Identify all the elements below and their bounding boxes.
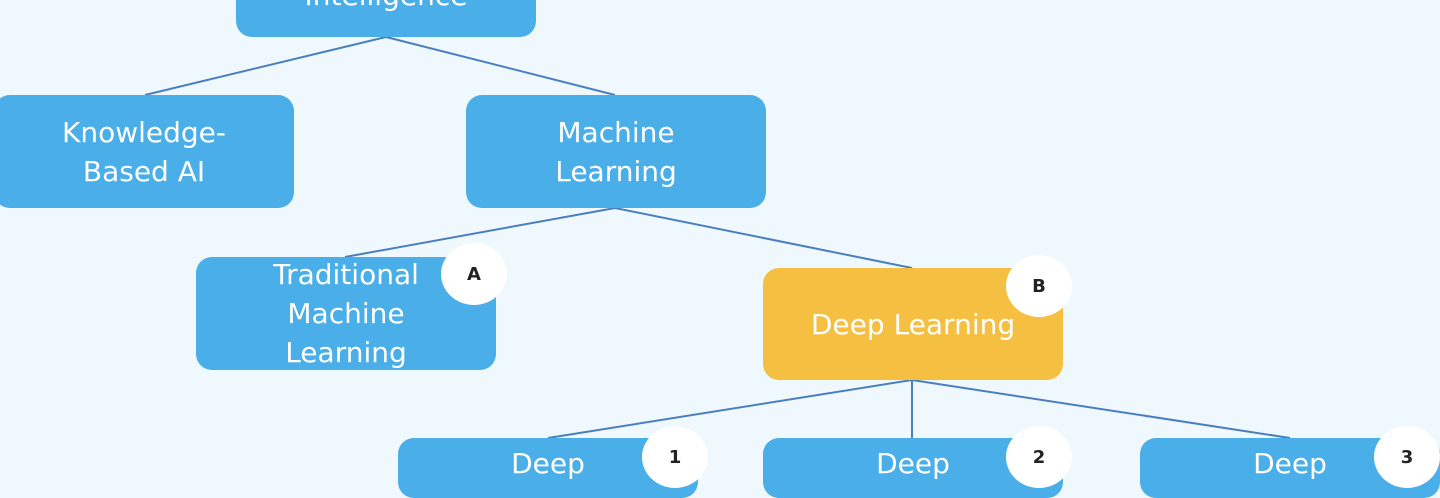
node-knowledge-based-ai: Knowledge- Based AI (0, 95, 294, 208)
connector-ml-tml (344, 207, 616, 258)
connector-lines (144, 36, 1291, 439)
badge-1: 1 (642, 426, 708, 488)
badge-2: 2 (1006, 426, 1072, 488)
badge-a: A (441, 243, 507, 305)
badge-b: B (1006, 255, 1072, 317)
connector-ml-dl (614, 207, 913, 269)
node-machine-learning: Machine Learning (466, 95, 766, 208)
badge-3: 3 (1374, 426, 1440, 488)
connector-dl-dl3 (911, 379, 1291, 439)
connector-ai-ml (385, 36, 616, 96)
connector-dl-dl1 (547, 379, 913, 439)
node-artificial-intelligence: Intelligence (236, 0, 536, 37)
connector-ai-kbai (144, 36, 387, 96)
